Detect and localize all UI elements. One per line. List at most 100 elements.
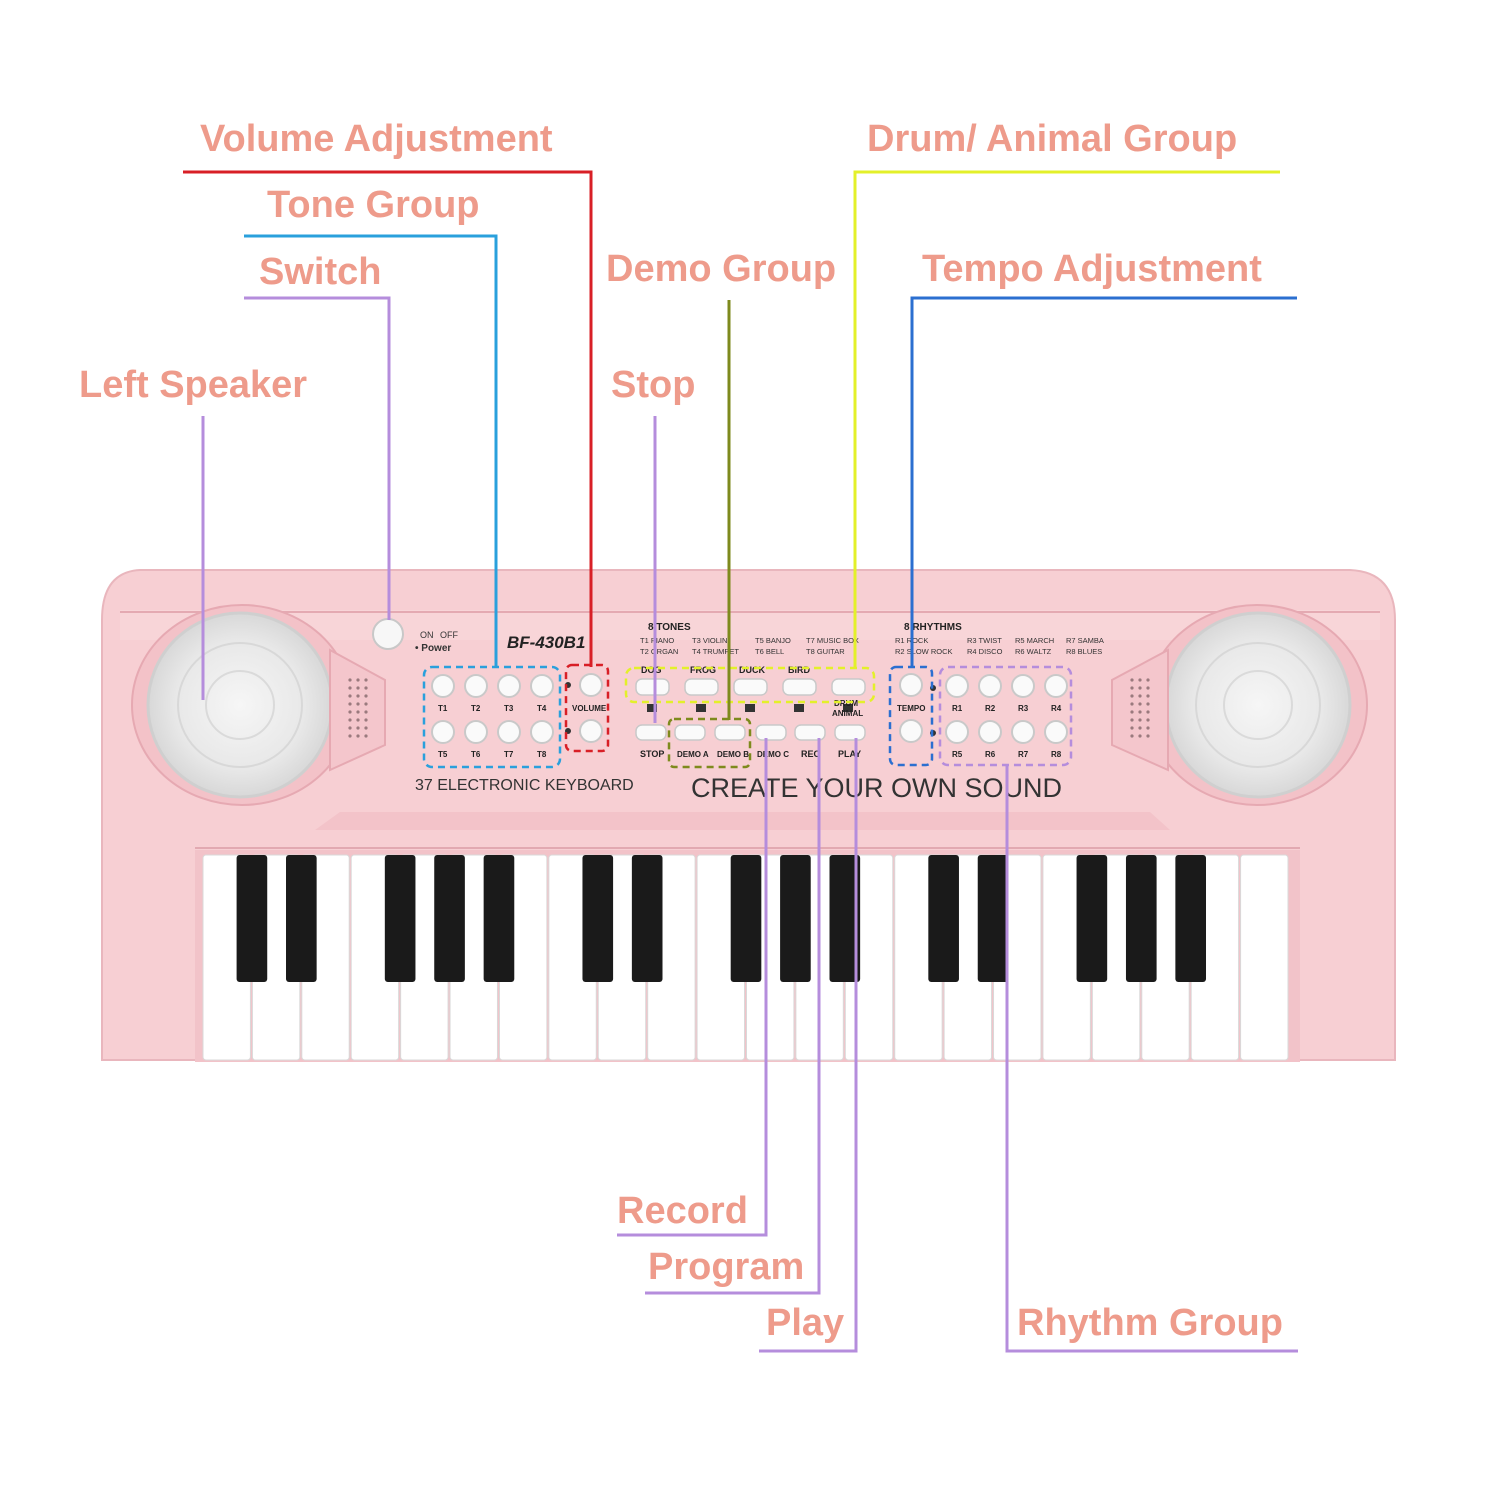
tempo-highlight-box — [888, 665, 934, 767]
animal-icon — [745, 704, 755, 712]
tones-title: 8 TONES — [648, 622, 691, 633]
animal-icon — [843, 704, 853, 712]
black-key[interactable] — [483, 855, 515, 982]
stop-button — [635, 724, 667, 741]
black-key[interactable] — [631, 855, 663, 982]
stop-label: STOP — [640, 749, 664, 759]
grille-dot — [364, 718, 368, 722]
tone-button-label: T7 — [504, 750, 514, 759]
tone-button[interactable] — [431, 720, 455, 744]
grille-dot — [364, 694, 368, 698]
tempo-label: TEMPO — [897, 704, 925, 713]
rhythm-group-highlight-box — [938, 665, 1073, 767]
grille-dot — [1130, 718, 1134, 722]
grille-dot — [356, 734, 360, 738]
black-key[interactable] — [730, 855, 762, 982]
black-key[interactable] — [434, 855, 465, 982]
demo-group-highlight-box — [667, 717, 752, 769]
animal-button-label: DOG — [641, 665, 662, 675]
volume-label: VOLUME — [572, 704, 607, 713]
grille-dot — [364, 686, 368, 690]
demo-a-button — [674, 724, 706, 741]
front-ridge — [315, 812, 1170, 830]
black-key[interactable] — [1125, 855, 1157, 982]
rhythm-button-label: R2 — [985, 704, 996, 713]
callout-tone-group: Tone Group — [267, 184, 480, 226]
rhythm-button[interactable] — [978, 674, 1002, 698]
animal-button-label: DUCK — [739, 665, 765, 675]
drum-animal-highlight-box — [624, 666, 876, 704]
animal-button-label: FROG — [690, 665, 716, 675]
tone-button-label: T6 — [471, 750, 481, 759]
rhythm-button-label: R6 — [985, 750, 996, 759]
grille-dot — [364, 726, 368, 730]
tone-list-item: T7 MUSIC BOX — [806, 636, 859, 645]
play-leader-line — [759, 738, 858, 1353]
rhythm-button-label: R7 — [1018, 750, 1029, 759]
demo-b-button — [714, 724, 746, 741]
grille-dot — [1130, 726, 1134, 730]
tone-button[interactable] — [464, 720, 488, 744]
animal-button[interactable] — [635, 678, 670, 696]
rhythm-button[interactable] — [945, 720, 969, 744]
demo-c-button — [755, 724, 787, 741]
black-key[interactable] — [1175, 855, 1207, 982]
tempo-leader-line — [910, 296, 1297, 667]
tone-button-label: T2 — [471, 704, 481, 713]
black-key[interactable] — [582, 855, 614, 982]
rhythm-button[interactable] — [945, 674, 969, 698]
volume-up-button — [579, 673, 603, 697]
grille-dot — [364, 678, 368, 682]
grille-dot — [1130, 734, 1134, 738]
volume-highlight-box — [564, 663, 610, 753]
animal-button[interactable] — [684, 678, 719, 696]
rhythm-button[interactable] — [1011, 720, 1035, 744]
grille-dot — [1138, 718, 1142, 722]
rhythm-button-label: R3 — [1018, 704, 1029, 713]
grille-dot — [348, 718, 352, 722]
tone-button-label: T8 — [537, 750, 547, 759]
black-key[interactable] — [384, 855, 416, 982]
black-key[interactable] — [928, 855, 959, 982]
black-key[interactable] — [780, 855, 811, 982]
rhythm-button[interactable] — [1044, 720, 1068, 744]
play-label: PLAY — [838, 749, 861, 759]
black-key[interactable] — [286, 855, 317, 982]
white-key[interactable] — [1240, 854, 1289, 1061]
play-button — [834, 724, 866, 741]
tone-button-label: T5 — [438, 750, 448, 759]
tone-button[interactable] — [497, 720, 521, 744]
grille-dot — [356, 678, 360, 682]
record-leader-line — [617, 738, 768, 1237]
animal-button[interactable] — [831, 678, 866, 696]
grille-dot — [1138, 694, 1142, 698]
black-key[interactable] — [1076, 855, 1108, 982]
tone-button[interactable] — [431, 674, 455, 698]
tone-list-item: T8 GUITAR — [806, 647, 845, 656]
tempo-down-button — [899, 719, 923, 743]
drum-animal-leader-line — [853, 170, 1280, 669]
animal-button[interactable] — [733, 678, 768, 696]
tone-list-item: T3 VIOLIN — [692, 636, 727, 645]
black-key[interactable] — [829, 855, 861, 982]
grille-dot — [1138, 734, 1142, 738]
callout-play: Play — [766, 1302, 845, 1344]
power-off-label: OFF — [440, 630, 458, 640]
animal-button[interactable] — [782, 678, 817, 696]
rhythm-button[interactable] — [1011, 674, 1035, 698]
tone-list-item: T2 ORGAN — [640, 647, 678, 656]
black-key[interactable] — [977, 855, 1009, 982]
rhythm-button[interactable] — [1044, 674, 1068, 698]
tone-group-leader-line — [244, 234, 498, 667]
rhythm-button[interactable] — [978, 720, 1002, 744]
tone-button[interactable] — [464, 674, 488, 698]
tone-button[interactable] — [497, 674, 521, 698]
tone-button[interactable] — [530, 720, 554, 744]
tone-button[interactable] — [530, 674, 554, 698]
black-key[interactable] — [236, 855, 268, 982]
grille-dot — [1138, 678, 1142, 682]
grille-dot — [1130, 678, 1134, 682]
callout-drum-animal-group: Drum/ Animal Group — [867, 118, 1238, 160]
